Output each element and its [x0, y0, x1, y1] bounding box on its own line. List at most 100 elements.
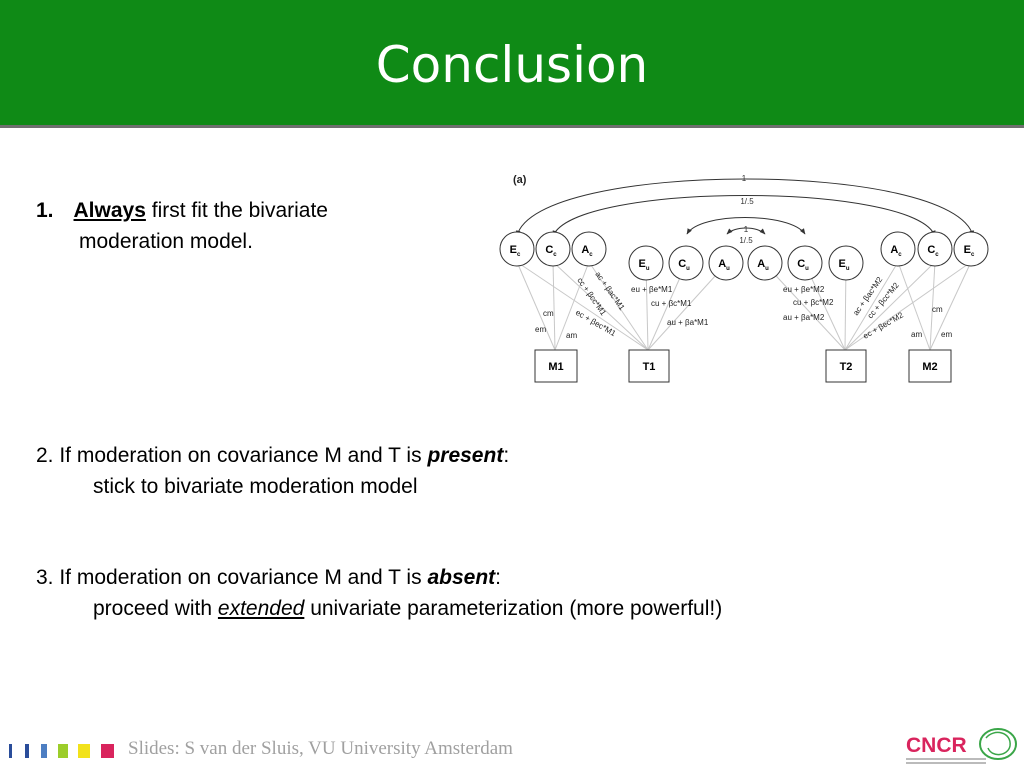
- path-line: [516, 261, 556, 351]
- factor-label: Cu: [678, 258, 690, 272]
- bivariate-moderation-diagram: (a) 1 1/.5 1 1/.5 Ec Cc Ac: [499, 174, 989, 383]
- cncr-logo: CNCR: [906, 728, 1017, 764]
- path-line: [929, 261, 936, 351]
- item-3-text: 3. If moderation on covariance M and T i…: [36, 566, 422, 589]
- observed-box: [825, 349, 867, 383]
- item-3-emphasis: absent: [427, 566, 496, 589]
- path-line: [647, 263, 727, 351]
- slide-title: Conclusion: [375, 36, 649, 94]
- path-line: [844, 261, 972, 351]
- observed-box: [534, 349, 578, 383]
- observed-box: [908, 349, 952, 383]
- path-label: am: [911, 330, 922, 339]
- observed-box: [628, 349, 670, 383]
- factor-label: Cc: [927, 244, 939, 258]
- factor-label: Cc: [545, 244, 557, 258]
- path-line: [516, 261, 649, 351]
- path-label: cm: [932, 305, 943, 314]
- path-label: am: [566, 331, 577, 340]
- logo-swirl-inner: [985, 731, 1011, 756]
- factor-circle: [708, 245, 744, 281]
- factor-label: Ec: [510, 244, 521, 258]
- title-bar: Conclusion: [0, 0, 1024, 128]
- factor-circle: [499, 231, 535, 267]
- inner-covariance-arc-bottom: [726, 227, 766, 235]
- middle-covariance-arc: [552, 195, 936, 237]
- logo-swirl: [979, 728, 1017, 760]
- item-3-line-2-pre: proceed with: [93, 597, 213, 620]
- factor-circle: [747, 245, 783, 281]
- path-line: [552, 261, 556, 351]
- item-2-line-2: stick to bivariate moderation model: [93, 475, 418, 498]
- logo-subtext: [906, 762, 986, 764]
- right-common-factors: Ac Cc Ec: [880, 231, 989, 267]
- factor-label: Au: [718, 258, 730, 272]
- inner-arc-top-label: 1: [744, 225, 749, 234]
- path-label: em: [535, 325, 546, 334]
- path-line: [844, 261, 936, 351]
- factor-circle: [535, 231, 571, 267]
- path-line: [554, 261, 590, 351]
- footer-square: [101, 744, 114, 758]
- path-label: au + βa*M1: [667, 318, 709, 327]
- observed-variables: M1 T1 T2 M2: [534, 349, 952, 383]
- footer-credit: Slides: S van der Sluis, VU University A…: [128, 738, 513, 759]
- path-label: cu + βc*M2: [793, 298, 834, 307]
- footer-square: [78, 744, 90, 758]
- footer-square: [41, 744, 47, 758]
- left-common-factors: Ec Cc Ac: [499, 231, 607, 267]
- observed-label: T2: [840, 361, 853, 373]
- footer-square: [58, 744, 68, 758]
- factor-circle: [917, 231, 953, 267]
- path-label: eu + βe*M1: [631, 285, 673, 294]
- factor-circle: [571, 231, 607, 267]
- path-label: em: [941, 330, 952, 339]
- logo-subtext: [906, 758, 986, 760]
- item-3-line-2: proceed with extended univariate paramet…: [93, 594, 722, 624]
- footer-square: [9, 744, 12, 758]
- item-1-text: first fit the bivariate: [151, 199, 328, 222]
- observed-label: M2: [922, 361, 937, 373]
- path-label: cu + βc*M1: [651, 299, 692, 308]
- item-2-emphasis: present: [427, 444, 504, 467]
- factor-label: Ac: [581, 244, 593, 258]
- item-1-number: 1.: [36, 199, 54, 222]
- path-lines: [516, 261, 972, 351]
- path-line: [764, 263, 846, 351]
- inner-arc-bottom-label: 1/.5: [739, 236, 753, 245]
- factor-circle: [668, 245, 704, 281]
- item-2: 2. If moderation on covariance M and T i…: [36, 441, 509, 471]
- path-line: [588, 261, 649, 351]
- path-labels: cm em am ac + βac*M1 cc + βcc*M1 ec + βe…: [535, 270, 952, 341]
- factor-label: Cu: [797, 258, 809, 272]
- factor-label: Eu: [838, 258, 849, 272]
- item-3: 3. If moderation on covariance M and T i…: [36, 563, 501, 593]
- path-label: eu + βe*M2: [783, 285, 825, 294]
- item-3-colon: :: [495, 566, 501, 589]
- item-1: 1. Always first fit the bivariate: [36, 196, 328, 226]
- item-2-colon: :: [503, 444, 510, 467]
- item-3-line-2-post: univariate parameterization (more powerf…: [310, 597, 723, 620]
- item-3-line-2-emphasis: extended: [217, 597, 305, 620]
- factor-label: Ec: [964, 244, 975, 258]
- factor-label: Ac: [890, 244, 902, 258]
- factor-circle: [880, 231, 916, 267]
- outer-covariance-arc: [515, 178, 975, 237]
- factor-circle: [787, 245, 823, 281]
- path-label: ec + βec*M1: [574, 308, 618, 338]
- factor-circle: [628, 245, 664, 281]
- item-1-emphasis: Always: [73, 199, 146, 222]
- panel-label: (a): [513, 174, 527, 186]
- path-label: au + βa*M2: [783, 313, 825, 322]
- path-line: [897, 261, 931, 351]
- path-label: cm: [543, 309, 554, 318]
- factor-label: Au: [757, 258, 769, 272]
- item-1-line-2: moderation model.: [79, 230, 253, 253]
- item-2-text: 2. If moderation on covariance M and T i…: [36, 444, 422, 467]
- footer-square: [25, 744, 29, 758]
- factor-circle: [953, 231, 989, 267]
- observed-label: T1: [643, 361, 656, 373]
- factor-circle: [828, 245, 864, 281]
- path-line: [844, 261, 899, 351]
- center-unique-factors: Eu Cu Au Au Cu Eu: [628, 245, 864, 281]
